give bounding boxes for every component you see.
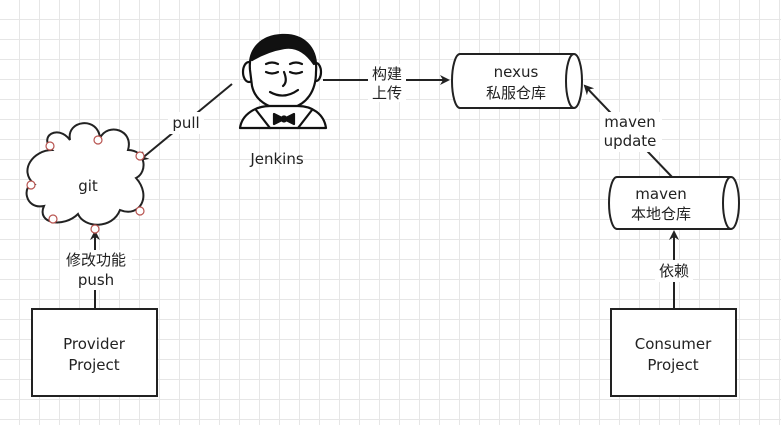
nexus-repo-node[interactable]: nexus 私服仓库 — [451, 53, 583, 109]
jenkins-label: Jenkins — [249, 150, 304, 168]
edge-label-modify-push: 修改功能 push — [60, 250, 132, 290]
maven-local-label-1: maven — [635, 185, 686, 203]
svg-text:pull: pull — [172, 114, 199, 132]
provider-project-node[interactable]: Provider Project — [31, 308, 158, 397]
consumer-project-node[interactable]: Consumer Project — [610, 308, 737, 397]
git-label: git — [78, 177, 98, 195]
edge-label-build-upload: 构建 上传 — [368, 64, 406, 102]
svg-text:push: push — [78, 271, 114, 289]
nexus-label-1: nexus — [494, 63, 539, 81]
cloud-handle-dots — [26, 135, 145, 234]
jenkins-butler-icon — [238, 33, 328, 130]
maven-local-label-2: 本地仓库 — [631, 205, 691, 223]
edge-label-maven-update: maven update — [600, 112, 662, 152]
git-node[interactable]: git — [25, 122, 145, 234]
svg-text:maven: maven — [604, 113, 655, 131]
consumer-label-2: Project — [647, 356, 698, 374]
maven-local-repo-node[interactable]: maven 本地仓库 — [608, 176, 740, 230]
svg-text:构建: 构建 — [372, 65, 402, 83]
svg-text:update: update — [604, 132, 657, 150]
svg-text:依赖: 依赖 — [659, 262, 689, 280]
cloud-icon — [25, 122, 145, 226]
edge-label-pull: pull — [168, 112, 204, 134]
jenkins-node[interactable]: Jenkins — [238, 33, 328, 168]
nexus-label-2: 私服仓库 — [486, 84, 546, 102]
provider-label-1: Provider — [63, 335, 126, 353]
consumer-label-1: Consumer — [635, 335, 712, 353]
svg-text:修改功能: 修改功能 — [66, 251, 126, 269]
edge-label-depend: 依赖 — [655, 260, 693, 282]
provider-label-2: Project — [68, 356, 119, 374]
svg-text:上传: 上传 — [372, 84, 402, 102]
